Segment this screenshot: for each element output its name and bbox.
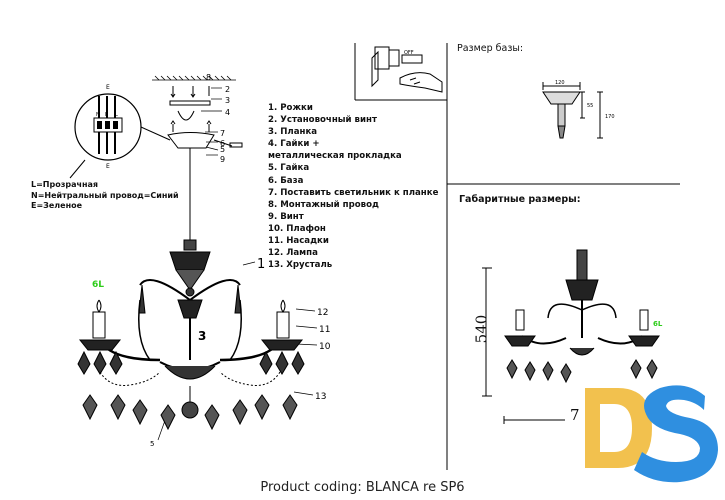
switch-off-illustration [371,46,443,93]
callout-9: 9 [220,155,225,164]
callout-3: 3 [225,96,230,105]
parts-list-item: 4. Гайки + [268,139,320,150]
dimensions-title: Габаритные размеры: [459,194,581,205]
product-coding: Product coding: BLANCA re SP6 [260,480,465,495]
lamp-label-right: 6L [653,320,663,328]
parts-list-item: 7. Поставить светильник к планке [268,187,439,198]
callout-5: 5 [220,145,225,154]
mounting-hardware [167,86,243,240]
base-width: 120 [555,80,565,86]
callout-2: 2 [225,85,230,94]
callout-4: 4 [225,108,230,117]
parts-list-item: 3. Планка [268,127,318,138]
ceiling [152,75,236,81]
parts-list-item: 6. База [268,175,304,186]
terminal-l: L [115,112,118,118]
overall-dimensions-drawing [482,249,660,424]
base-height-inner: 55 [587,103,593,109]
callout-7: 7 [220,129,225,138]
callout-8: 8 [206,73,211,82]
callout-10: 10 [319,342,331,352]
overall-width-label: 7 [570,406,580,424]
callout-6: 6 [220,139,225,148]
parts-list-item: металлическая прокладка [268,151,402,162]
wiring-bottom-e: E [106,163,110,170]
ds-logo [585,385,718,483]
parts-list-item: 9. Винт [268,211,304,222]
lamp-label-left: 6L [92,280,104,290]
parts-list: 1. Рожки 2. Установочный винт 3. Планка … [268,102,438,271]
parts-list-item: 12. Лампа [268,248,318,259]
callout-13: 13 [315,392,326,402]
parts-list-item: 1. Рожки [268,103,313,113]
callout-1: 1 [257,257,265,272]
terminal-n: N [96,112,100,118]
base-size-title: Размер базы: [457,43,524,54]
wiring-top-e: E [106,84,110,91]
wiring-legend-line: E=Зеленое [31,201,83,210]
parts-list-item: 13. Хрусталь [268,260,333,271]
wiring-legend: L=Прозрачная N=Нейтральный провод=Синий … [31,180,179,212]
base-size-drawing [542,82,603,139]
overall-height-label: 540 [472,314,491,344]
parts-list-item: 5. Гайка [268,163,310,174]
wiring-legend-line: L=Прозрачная [31,180,99,189]
terminal-e: E [105,112,108,118]
wiring-legend-line: N=Нейтральный провод=Синий [31,190,179,200]
parts-list-item: 8. Монтажный провод [268,199,379,210]
wiring-terminal-detail [69,93,171,179]
callout-arm-3: 3 [198,329,206,343]
parts-list-item: 2. Установочный винт [268,115,377,126]
chandelier-drawing [77,239,305,431]
callout-leaders [157,87,318,441]
parts-list-item: 11. Насадки [268,236,329,247]
switch-label: OFF [404,50,414,56]
callout-bottom-5: 5 [150,440,154,448]
parts-list-item: 10. Плафон [268,223,326,234]
callout-11: 11 [319,325,330,335]
callout-12: 12 [317,308,328,318]
base-height-total: 170 [605,114,615,120]
